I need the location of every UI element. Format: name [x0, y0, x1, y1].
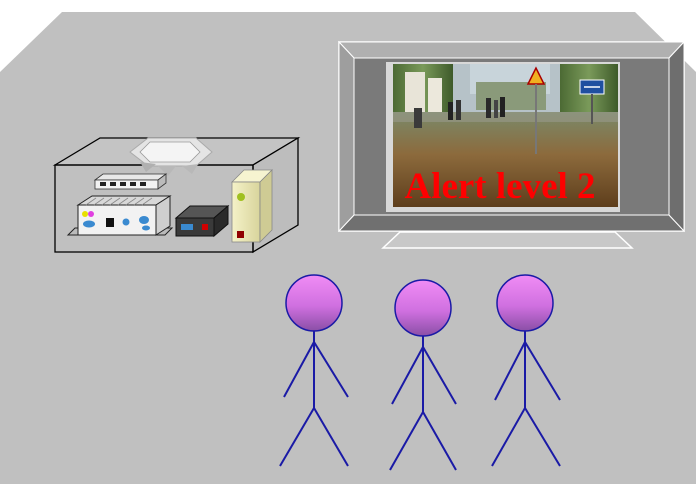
ups-icon	[232, 170, 272, 242]
alert-caption: Alert level 2	[404, 166, 595, 207]
server-unit-icon	[68, 196, 172, 235]
patch-panel-icon	[95, 174, 166, 189]
person-head	[497, 275, 553, 331]
person-head	[395, 280, 451, 336]
tv-monitor: Alert level 2	[339, 42, 684, 248]
person-head	[286, 275, 342, 331]
